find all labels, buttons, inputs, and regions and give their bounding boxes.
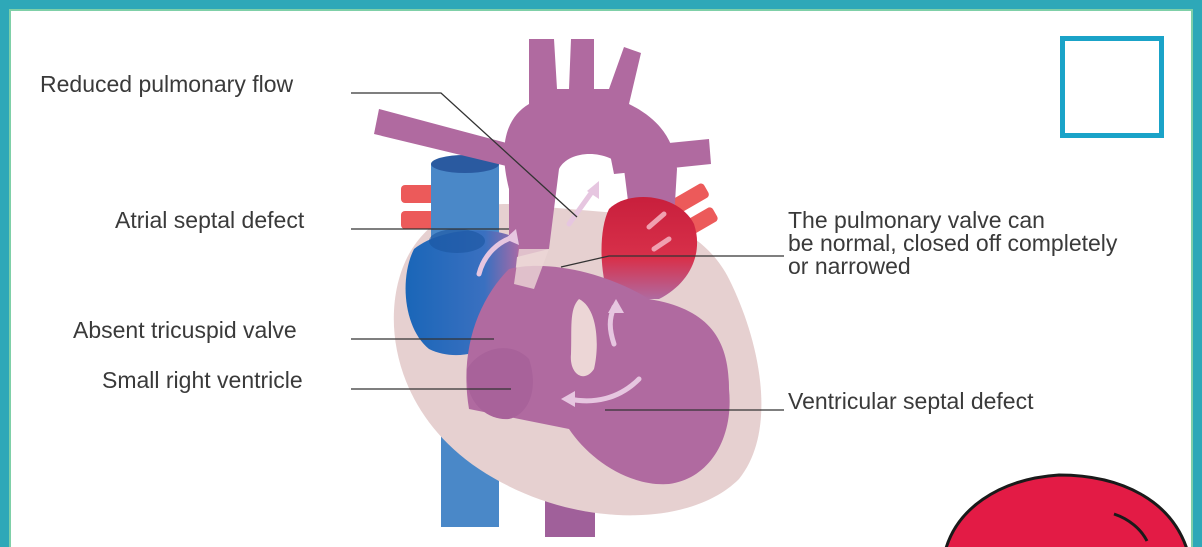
right-atrium-opening	[429, 229, 485, 253]
label-atrial-septal-defect: Atrial septal defect	[115, 209, 304, 231]
label-reduced-pulmonary-flow: Reduced pulmonary flow	[40, 73, 293, 95]
empty-checkbox[interactable]	[1060, 36, 1164, 138]
mascot-character	[944, 475, 1189, 547]
label-ventricular-septal-defect: Ventricular septal defect	[788, 390, 1033, 412]
pulmonary-valve-line1: The pulmonary valve can	[788, 209, 1188, 232]
pulmonary-valve-line3: or narrowed	[788, 255, 1188, 278]
superior-vena-cava	[431, 164, 499, 239]
label-pulmonary-valve: The pulmonary valve can be normal, close…	[788, 209, 1188, 278]
label-absent-tricuspid-valve: Absent tricuspid valve	[73, 319, 297, 341]
pulmonary-valve-line2: be normal, closed off completely	[788, 232, 1188, 255]
label-small-right-ventricle: Small right ventricle	[102, 369, 303, 391]
